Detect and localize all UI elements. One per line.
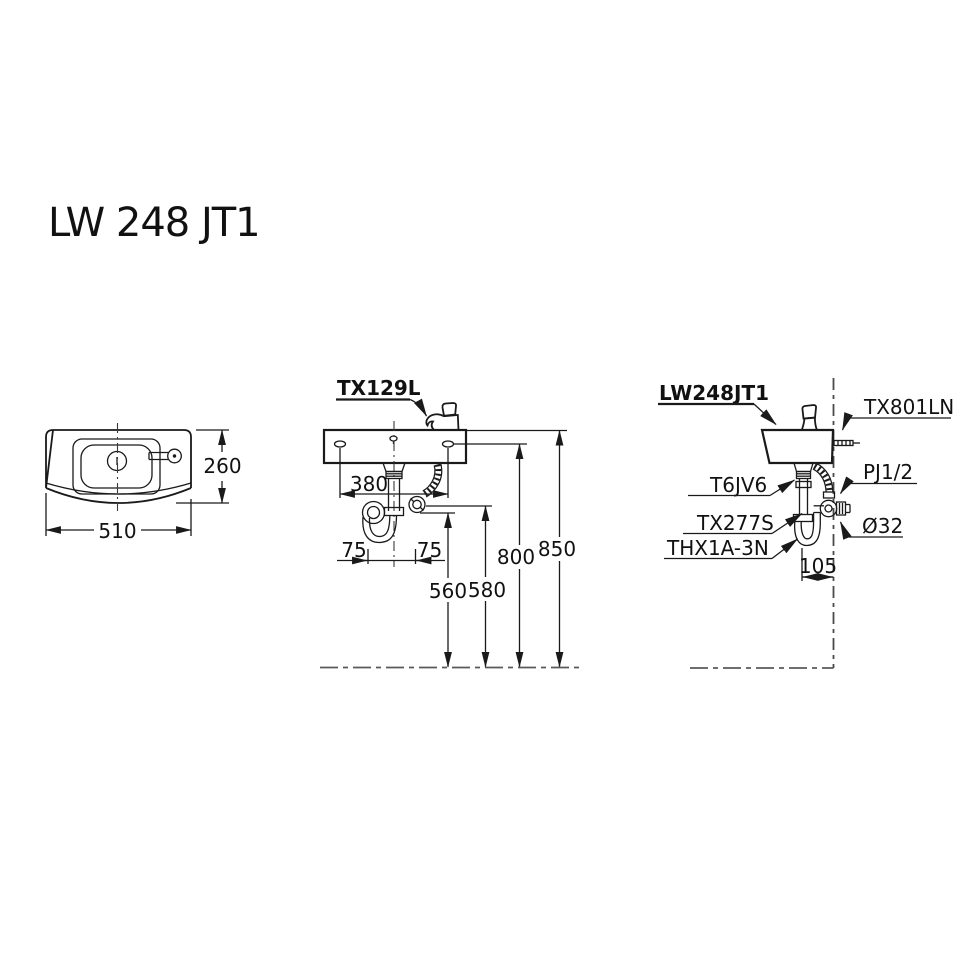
dim-depth-260: 260 bbox=[176, 429, 242, 504]
drain-tailpiece-side bbox=[793, 462, 814, 514]
stop-valve-side bbox=[819, 499, 851, 518]
p-trap-front bbox=[361, 500, 405, 544]
dim-height-800: 800 bbox=[454, 443, 535, 668]
dim-wall-offset-105: 105 bbox=[799, 548, 837, 581]
basin-rim bbox=[72, 438, 161, 495]
dim-height-560: 560 bbox=[420, 512, 467, 668]
wall-supply-stub bbox=[833, 439, 860, 447]
basin-front-edge-outer bbox=[45, 487, 192, 504]
dim-offset-right-value: 75 bbox=[417, 538, 442, 562]
faucet-top-view bbox=[148, 448, 182, 464]
supply-thread-text: PJ1/2 bbox=[863, 460, 913, 484]
label-trap-model: THX1A-3N bbox=[664, 536, 799, 560]
faucet-side-view bbox=[800, 404, 819, 431]
dim-width-510: 510 bbox=[45, 493, 192, 543]
label-stop-valve: TX277S bbox=[683, 511, 803, 535]
p-trap-side bbox=[792, 505, 824, 547]
label-basin-model: LW248JT1 bbox=[658, 381, 777, 426]
label-faucet-model: TX129L bbox=[336, 376, 428, 417]
basin-side bbox=[760, 428, 835, 465]
dim-800-value: 800 bbox=[497, 545, 535, 569]
faucet-model-text: TX129L bbox=[337, 376, 421, 400]
supply-hose-front bbox=[408, 463, 443, 514]
faucet-front-view bbox=[425, 402, 460, 431]
dim-trap-offsets-75: 75 75 bbox=[337, 538, 445, 565]
trap-model-text: THX1A-3N bbox=[666, 536, 769, 560]
top-view: 260 510 bbox=[45, 423, 242, 543]
dim-depth-value: 260 bbox=[203, 454, 241, 478]
mount-hole-right bbox=[441, 440, 455, 448]
outlet-diameter-text: Ø32 bbox=[862, 514, 903, 538]
supply-model-text: TX801LN bbox=[863, 395, 954, 419]
front-view: 380 75 75 560 bbox=[320, 376, 580, 669]
mount-hole-left bbox=[333, 440, 347, 448]
dim-hole-spacing-value: 380 bbox=[350, 472, 388, 496]
dim-560-value: 560 bbox=[429, 579, 467, 603]
page-title: LW 248 JT1 bbox=[48, 200, 261, 246]
dim-width-value: 510 bbox=[98, 519, 136, 543]
dim-850-value: 850 bbox=[538, 537, 576, 561]
label-drain-fitting: T6JV6 bbox=[688, 473, 796, 497]
stop-valve-text: TX277S bbox=[696, 511, 774, 535]
label-supply-thread: PJ1/2 bbox=[839, 460, 917, 495]
dim-height-580: 580 bbox=[426, 505, 506, 668]
dim-580-value: 580 bbox=[468, 578, 506, 602]
basin-bowl bbox=[80, 444, 153, 489]
basin-outline bbox=[45, 429, 192, 489]
dim-hole-spacing-380: 380 bbox=[339, 448, 449, 498]
dim-offset-left-value: 75 bbox=[341, 538, 366, 562]
label-outlet-diameter: Ø32 bbox=[839, 514, 903, 540]
supply-hose-side bbox=[812, 462, 836, 499]
label-supply-model: TX801LN bbox=[841, 395, 954, 431]
drain-tailpiece-front bbox=[382, 462, 406, 511]
drain-fitting-text: T6JV6 bbox=[709, 473, 767, 497]
basin-model-text: LW248JT1 bbox=[659, 381, 769, 405]
side-view: 105 LW248JT1 TX801LN T6JV6 PJ1/2 bbox=[658, 378, 954, 669]
dim-105-value: 105 bbox=[799, 554, 837, 578]
dim-height-850: 850 bbox=[466, 429, 576, 668]
